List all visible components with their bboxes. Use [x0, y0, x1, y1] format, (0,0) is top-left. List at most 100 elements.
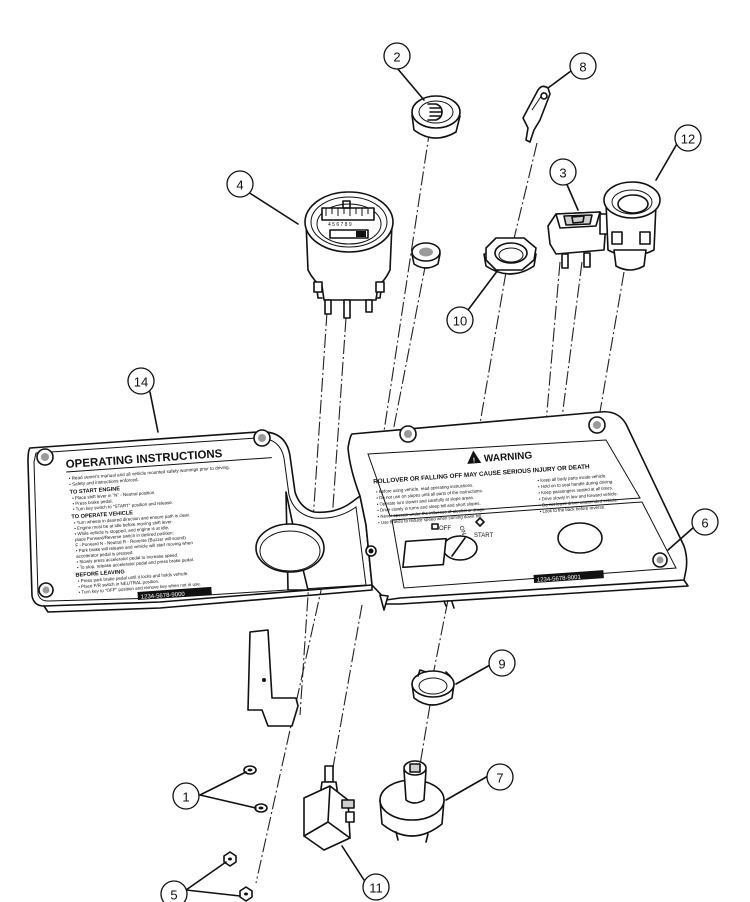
warning-line: • Keep all body parts inside vehicle. [537, 473, 606, 483]
callout-circle [691, 508, 719, 536]
instruction-heading: TO OPERATE VEHICLE [71, 510, 133, 520]
callout-11: 11 [362, 873, 390, 901]
warning-line: • Do not leave driver unattended vehicle… [539, 497, 618, 507]
instruction-line: • Safety and instructions enforced. [69, 477, 139, 487]
hex-nut [483, 237, 537, 275]
callout-circle [226, 170, 254, 198]
callout-7: 7 [486, 763, 514, 791]
indicator-bezel [411, 242, 441, 269]
forward-reverse-switch [547, 211, 611, 269]
warning-triangle-icon [467, 450, 482, 464]
key-label-off: OFF [439, 526, 451, 532]
callout-number: 12 [681, 132, 695, 147]
warning-line: • Hold on to seat handle during driving. [538, 479, 614, 489]
callout-number: 9 [498, 657, 505, 672]
warning-panel: ! WARNING ROLLOVER OR FALLING OFF MAY CA… [347, 410, 689, 605]
indicator-cap [411, 95, 461, 139]
callout-number: 10 [453, 314, 467, 329]
callout-circle [172, 782, 200, 810]
hourmeter-gauge: 4 5 6 7 8 9 [304, 191, 394, 319]
callout-10: 10 [446, 306, 474, 334]
svg-text:!: ! [473, 457, 476, 464]
warning-line: • Keep passengers seated at all times. [538, 485, 613, 495]
callout-8: 8 [569, 52, 597, 80]
callout-circle [160, 880, 188, 902]
key-label-start: START [474, 533, 493, 539]
callout-4: 4 [226, 170, 254, 198]
instruction-line: • Engine must be at idle before moving s… [74, 519, 173, 531]
hex-nuts-small [223, 851, 253, 902]
fr-switch-cutout [402, 537, 447, 569]
panel-screw-right-bottom [652, 552, 668, 568]
callout-circle [488, 649, 516, 677]
instruction-line: • Place shift lever in "N" - Neutral pos… [72, 490, 156, 501]
callout-6: 6 [691, 508, 719, 536]
callout-number: 4 [236, 178, 243, 193]
callout-1: 1 [172, 782, 200, 810]
key-switch-retaining-nut [411, 669, 455, 706]
instruction-line: • Turn key switch to "START" position an… [73, 500, 174, 512]
instruction-line: • While vehicle is stopped, and engine i… [74, 525, 169, 537]
warning-line: • Drive slowly in low and forward vehicl… [539, 491, 618, 502]
panel-screw-right-top-left [399, 425, 417, 443]
callout-circle [362, 873, 390, 901]
left-panel-part-number: 1234-5678-9000 [141, 592, 186, 601]
callout-circle [446, 306, 474, 334]
warning-line: • Before using vehicle, read operating i… [376, 483, 474, 495]
hourmeter-scale: 4 5 6 7 8 9 [328, 222, 352, 228]
operating-instructions-panel: OPERATING INSTRUCTIONS • Read owner's ma… [27, 429, 378, 613]
callout-circle [127, 367, 155, 395]
light-socket [603, 181, 661, 271]
ignition-key [522, 85, 551, 143]
lock-washers [243, 765, 268, 813]
instruction-heading: TO START ENGINE [70, 486, 121, 496]
ignition-key-switch [379, 760, 445, 843]
panel-screw-right-small [365, 545, 377, 557]
instruction-line: • Press brake pedal. [72, 498, 113, 506]
panel-screw-left-bottom [38, 582, 54, 598]
callout-circle [383, 42, 411, 70]
instruction-heading: BEFORE LEAVING [75, 569, 125, 578]
callout-number: 14 [134, 375, 148, 390]
callout-12: 12 [674, 124, 702, 152]
panel-screw-right-top-right [588, 416, 606, 434]
instruction-line: place Forward/Reverse switch in desired … [75, 530, 174, 542]
instruction-line: • Place F/R switch in NEUTRAL position. [78, 579, 159, 590]
locator-pin [379, 594, 389, 611]
callout-circle [486, 763, 514, 791]
leader-lines [149, 67, 695, 897]
right-panel-part-number: 1234-5678-9001 [537, 575, 582, 584]
callout-14: 14 [127, 367, 155, 395]
callout-9: 9 [488, 649, 516, 677]
callout-circle [549, 158, 577, 186]
callout-number: 11 [369, 881, 383, 896]
callout-number: 7 [496, 771, 503, 786]
callout-circle [674, 124, 702, 152]
callout-circle [569, 52, 597, 80]
instruction-line: accelerator pedal is pressed. [76, 550, 134, 559]
hourmeter-hole [255, 523, 325, 573]
callout-2: 2 [383, 42, 411, 70]
mounting-bracket [247, 629, 299, 727]
panel-screw-left-mid [253, 429, 271, 447]
callout-number: 6 [701, 516, 708, 531]
callout-number: 1 [182, 790, 189, 805]
key-switch-labels: OFF ON START [431, 517, 493, 539]
callout-number: 8 [579, 60, 586, 75]
callout-number: 2 [393, 50, 400, 65]
warning-line: • Operate turn slower and carefully at s… [377, 495, 475, 507]
callout-number: 3 [559, 166, 566, 181]
callout-3: 3 [549, 158, 577, 186]
callout-5: 5 [160, 880, 188, 902]
push-button-switch [303, 765, 355, 851]
key-label-on: ON [458, 525, 467, 536]
warning-line: • Look to the back before reverse. [540, 504, 606, 514]
light-socket-hole [557, 522, 603, 554]
callout-number: 5 [170, 888, 177, 902]
key-switch-hole [442, 535, 478, 561]
panel-screw-left-top [36, 448, 54, 466]
warning-title: WARNING [484, 450, 533, 464]
